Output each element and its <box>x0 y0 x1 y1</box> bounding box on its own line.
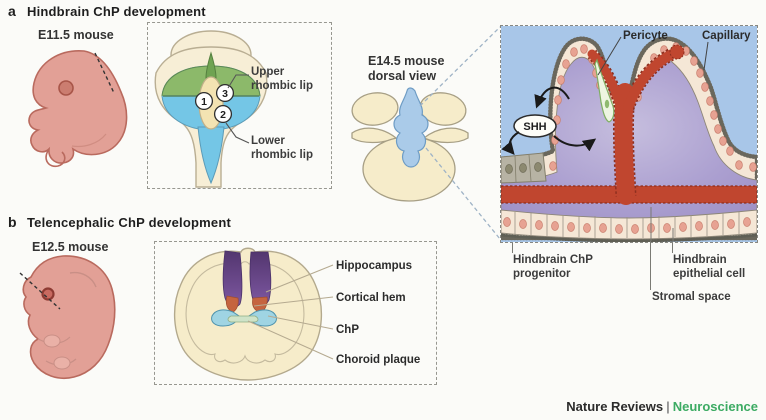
zone-2-number: 2 <box>220 109 226 121</box>
embryo-b-cut-line <box>19 272 61 310</box>
chp-inset-panel: SHH Pericyte Capillary <box>498 25 760 243</box>
embryo-b-body <box>22 255 116 379</box>
choroid-plaque-label: Choroid plaque <box>336 354 420 366</box>
journal-name: Nature Reviews <box>566 399 664 414</box>
hindbrain-chp-progenitor-label: Hindbrain ChP progenitor <box>513 254 593 280</box>
lower-lip-pointer <box>225 122 250 144</box>
pericyte-cell <box>594 58 615 123</box>
e11-5-stage-label: E11.5 mouse <box>38 28 114 42</box>
e12-5-stage-label: E12.5 mouse <box>32 240 109 254</box>
lower-rhombic-lip-label: Lower rhombic lip <box>251 135 313 161</box>
embryo-b-forelimb <box>43 334 61 348</box>
e14-5-dorsal-brain-illustration <box>351 87 469 202</box>
embryo-a-body <box>28 50 128 164</box>
rhombic-lip-diagram: 1 3 2 <box>154 30 268 188</box>
chp-cellular-diagram: SHH Pericyte Capillary <box>498 26 760 243</box>
embryo-a-fold <box>71 133 107 148</box>
shh-signal-arrows <box>501 86 597 155</box>
panel-b-title: Telencephalic ChP development <box>27 215 231 230</box>
upper-lip-pointer <box>227 74 249 89</box>
panel-a-title: Hindbrain ChP development <box>27 4 206 19</box>
embryo-a-cut-line <box>94 52 115 94</box>
embryo-b-hindlimb <box>53 356 71 370</box>
telencephalon-diagram-box: Hippocampus Cortical hem ChP Choroid pla… <box>154 241 437 385</box>
journal-subject: Neuroscience <box>672 399 758 414</box>
hindbrain-epithelial-cell-row <box>499 209 759 243</box>
zone-1-number: 1 <box>201 96 207 108</box>
upper-rhombic-lip-label: Upper rhombic lip <box>251 66 313 92</box>
ventricle-tail <box>197 126 225 185</box>
telencephalon-diagram: Hippocampus Cortical hem ChP Choroid pla… <box>173 247 420 381</box>
progenitor-pointer-tick <box>512 243 513 253</box>
zone-markers: 1 3 2 <box>194 83 235 124</box>
embryo-b-ear <box>69 271 97 288</box>
chp-label: ChP <box>336 324 359 336</box>
embryo-b-eye <box>41 287 55 301</box>
embryo-a-tail-curl <box>45 148 66 168</box>
capillary-pointer <box>703 41 709 71</box>
hindbrain-chp-progenitor-cells <box>500 152 547 184</box>
hippocampus-label: Hippocampus <box>336 260 412 272</box>
hindbrain-epithelial-cell-label: Hindbrain epithelial cell <box>673 254 746 280</box>
journal-separator: | <box>666 399 670 414</box>
hindbrain-diagram-box: 1 3 2 Upper rhombic lip Lower rhombic li… <box>147 22 332 189</box>
choroid-plaque-strip <box>227 315 259 323</box>
cortical-hem-label: Cortical hem <box>336 292 406 304</box>
epithelial-pointer-tick <box>672 243 673 253</box>
stromal-space-pointer-outer <box>650 241 651 290</box>
telencephalon-outline <box>173 247 323 381</box>
e14-5-stage-label: E14.5 mouse dorsal view <box>368 54 445 83</box>
zone-3-number: 3 <box>222 88 228 100</box>
brain-lobe-upper-left <box>351 92 399 126</box>
e12-5-embryo-illustration <box>19 255 116 379</box>
shh-label: SHH <box>523 121 546 133</box>
pericyte-label: Pericyte <box>623 30 668 42</box>
embryo-a-eye <box>58 80 74 96</box>
telencephalon-pointers <box>247 264 334 360</box>
capillary-label: Capillary <box>702 30 751 42</box>
pericyte-pointer <box>597 36 622 76</box>
e11-5-embryo-illustration <box>28 50 128 168</box>
panel-b-letter: b <box>8 214 17 230</box>
shh-oval <box>513 114 557 138</box>
panel-a-letter: a <box>8 3 16 19</box>
cortical-inner-outline <box>185 261 305 364</box>
journal-credit: Nature Reviews|Neuroscience <box>566 399 758 414</box>
stromal-space-label: Stromal space <box>652 291 731 303</box>
capillary-vessel-branches <box>587 44 685 205</box>
